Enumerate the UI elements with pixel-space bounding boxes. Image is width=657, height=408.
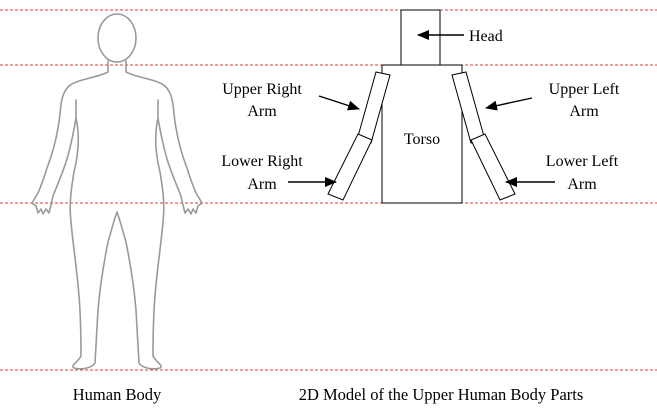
silhouette-head <box>98 14 136 62</box>
label-upper-left-arm-line1: Upper Left <box>549 81 620 98</box>
label-lower-left-arm-line1: Lower Left <box>546 153 619 170</box>
guide-lines <box>0 10 657 370</box>
label-lower-left-arm-line2: Arm <box>567 176 597 193</box>
lower-left-arm-box <box>471 134 515 200</box>
lower-right-arm-box <box>328 134 372 200</box>
label-lower-right-arm-line2: Arm <box>247 176 277 193</box>
label-upper-right-arm-line2: Arm <box>247 103 277 120</box>
silhouette-body <box>32 61 202 369</box>
caption-human-body: Human Body <box>73 385 162 404</box>
label-torso: Torso <box>404 131 440 148</box>
label-upper-right-arm-line1: Upper Right <box>222 81 302 98</box>
head-box <box>401 10 440 66</box>
human-body-silhouette <box>32 14 202 369</box>
label-head: Head <box>469 28 503 45</box>
label-upper-left-arm-line2: Arm <box>569 103 599 120</box>
label-lower-right-arm-line1: Lower Right <box>221 153 303 170</box>
upper-left-arm-arrow <box>486 98 532 108</box>
caption-2d-model: 2D Model of the Upper Human Body Parts <box>299 385 584 404</box>
upper-right-arm-arrow <box>319 96 359 109</box>
